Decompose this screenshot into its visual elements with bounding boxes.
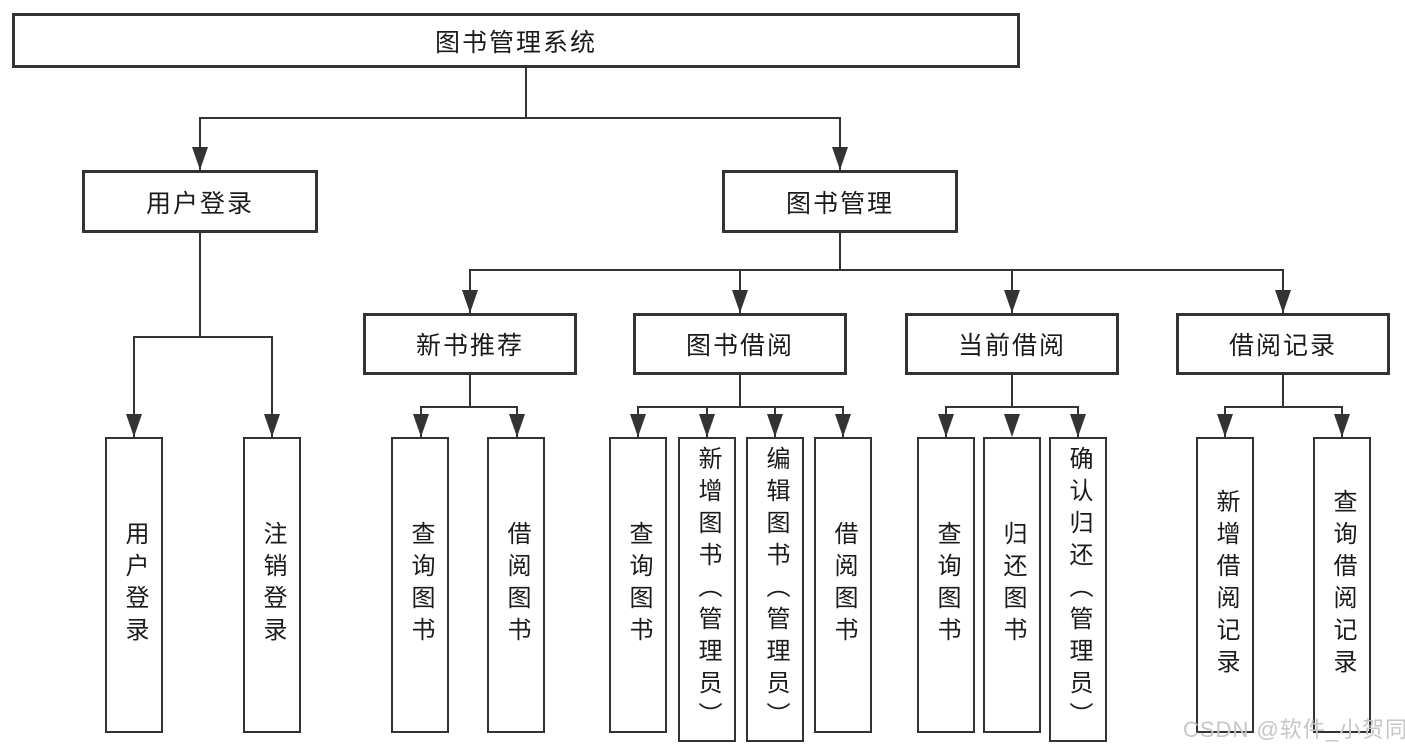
leaf-add-borrow-record: 新增借阅记录 [1196, 437, 1254, 733]
connector-vline [839, 233, 841, 270]
leaf-return-books: 归还图书 [983, 437, 1041, 733]
leaf-logout: 注销登录 [243, 437, 301, 733]
connector-vline [271, 336, 273, 437]
arrow-down-icon [1275, 290, 1291, 313]
node-borrowing-records: 借阅记录 [1176, 313, 1390, 375]
node-label: 当前借阅 [957, 332, 1066, 360]
arrow-down-icon [1334, 414, 1350, 437]
watermark: CSDN @软件_小贺同学 [1183, 717, 1405, 742]
arrow-down-icon [1004, 290, 1020, 313]
connector-hline [470, 269, 1284, 271]
leaf-confirm-return-admin: 确认归还（管理员） [1049, 437, 1107, 742]
arrow-down-icon [630, 414, 646, 437]
arrow-down-icon [1217, 414, 1233, 437]
connector-vline [1282, 375, 1284, 407]
arrow-down-icon [509, 414, 525, 437]
connector-hline [638, 406, 844, 408]
leaf-query-books: 查询图书 [391, 437, 449, 733]
connector-hline [1225, 406, 1343, 408]
node-current-borrowing: 当前借阅 [905, 313, 1119, 375]
leaf-label: 查询图书 [407, 521, 434, 649]
leaf-user-login: 用户登录 [105, 437, 163, 733]
leaf-label: 借阅图书 [503, 521, 530, 649]
leaf-label: 查询借阅记录 [1329, 489, 1356, 681]
connector-vline [839, 117, 841, 170]
leaf-label: 确认归还（管理员） [1065, 445, 1092, 734]
node-new-book-recommendation: 新书推荐 [363, 313, 577, 375]
node-label: 新书推荐 [415, 332, 524, 360]
connector-vline [199, 117, 201, 170]
node-label: 借阅记录 [1228, 332, 1337, 360]
leaf-edit-book-admin: 编辑图书（管理员） [746, 437, 804, 742]
leaf-label: 编辑图书（管理员） [762, 445, 789, 734]
node-user-login: 用户登录 [82, 170, 318, 233]
arrow-down-icon [938, 414, 954, 437]
connector-vline [525, 68, 527, 119]
leaf-label: 查询图书 [933, 521, 960, 649]
connector-vline [133, 336, 135, 437]
node-book-management: 图书管理 [722, 170, 958, 233]
leaf-label: 归还图书 [999, 521, 1026, 649]
connector-vline [469, 375, 471, 407]
node-label: 图书借阅 [685, 332, 794, 360]
leaf-label: 注销登录 [259, 521, 286, 649]
leaf-query-books: 查询图书 [917, 437, 975, 733]
arrow-down-icon [1070, 414, 1086, 437]
connector-vline [199, 233, 201, 337]
arrow-down-icon [732, 290, 748, 313]
connector-hline [134, 336, 273, 338]
connector-vline [739, 375, 741, 407]
connector-hline [420, 406, 518, 408]
leaf-query-books: 查询图书 [609, 437, 667, 733]
leaf-add-book-admin: 新增图书（管理员） [678, 437, 736, 742]
node-book-borrowing: 图书借阅 [633, 313, 847, 375]
node-label: 图书管理 [785, 189, 894, 218]
arrow-down-icon [192, 147, 208, 170]
arrow-down-icon [1004, 414, 1020, 437]
node-library-system: 图书管理系统 [12, 13, 1020, 68]
leaf-borrow-books: 借阅图书 [814, 437, 872, 733]
arrow-down-icon [126, 414, 142, 437]
leaf-label: 新增图书（管理员） [694, 445, 721, 734]
arrow-down-icon [264, 414, 280, 437]
connector-vline [1011, 375, 1013, 407]
connector-hline [199, 117, 841, 119]
arrow-down-icon [832, 147, 848, 170]
leaf-label: 借阅图书 [830, 521, 857, 649]
arrow-down-icon [835, 414, 851, 437]
leaf-label: 查询图书 [625, 521, 652, 649]
arrow-down-icon [767, 414, 783, 437]
leaf-label: 用户登录 [121, 521, 148, 649]
connector-hline [946, 406, 1079, 408]
leaf-label: 新增借阅记录 [1212, 489, 1239, 681]
node-label: 图书管理系统 [434, 28, 597, 57]
arrow-down-icon [699, 414, 715, 437]
leaf-query-borrow-record: 查询借阅记录 [1313, 437, 1371, 733]
node-label: 用户登录 [145, 189, 254, 218]
arrow-down-icon [413, 414, 429, 437]
arrow-down-icon [462, 290, 478, 313]
leaf-borrow-books: 借阅图书 [487, 437, 545, 733]
